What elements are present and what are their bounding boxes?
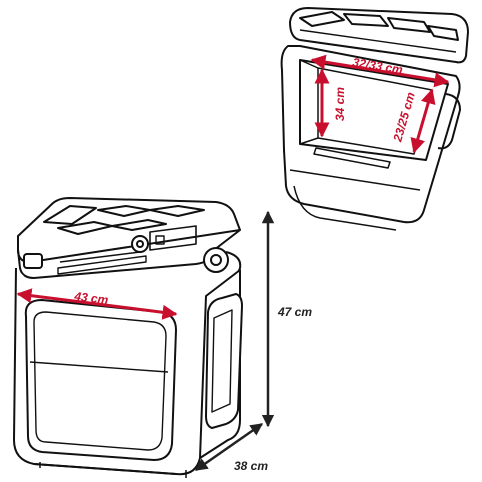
width-arrow <box>16 288 178 320</box>
depth-label: 38 cm <box>234 459 268 473</box>
inner-height-label: 34 cm <box>333 87 347 121</box>
depth-arrow <box>194 422 264 472</box>
inner-width-arrow <box>310 54 450 88</box>
inner-dimension-arrows <box>310 54 450 154</box>
open-cooler-illustration <box>280 7 469 231</box>
inner-depth-arrow <box>410 88 436 154</box>
height-label: 47 cm <box>277 305 312 319</box>
width-label: 43 cm <box>73 289 110 307</box>
outer-dimension-arrows <box>16 210 275 472</box>
closed-cooler-illustration <box>13 197 243 478</box>
